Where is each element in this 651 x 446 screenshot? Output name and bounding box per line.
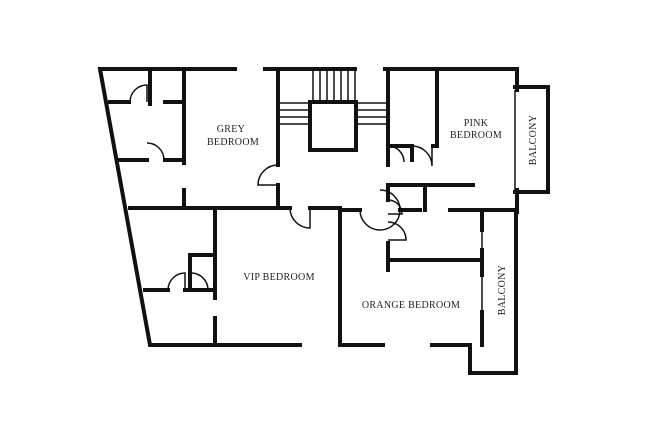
upper-balcony-label: BALCONY (528, 115, 539, 165)
pink-bedroom-label-line2: BEDROOM (450, 130, 502, 141)
vip-bedroom-label: VIP BEDROOM (243, 272, 315, 283)
grey-bedroom-label-line2: BEDROOM (207, 137, 259, 148)
interior-walls (108, 67, 519, 347)
balconies (468, 85, 550, 375)
orange-bedroom-label: ORANGE BEDROOM (362, 300, 460, 311)
pink-bedroom-label-line1: PINK (464, 118, 489, 129)
grey-bedroom-label-line1: GREY (217, 124, 245, 135)
lower-balcony-label: BALCONY (497, 265, 508, 315)
door-swings (129, 84, 433, 291)
staircase (278, 69, 388, 152)
